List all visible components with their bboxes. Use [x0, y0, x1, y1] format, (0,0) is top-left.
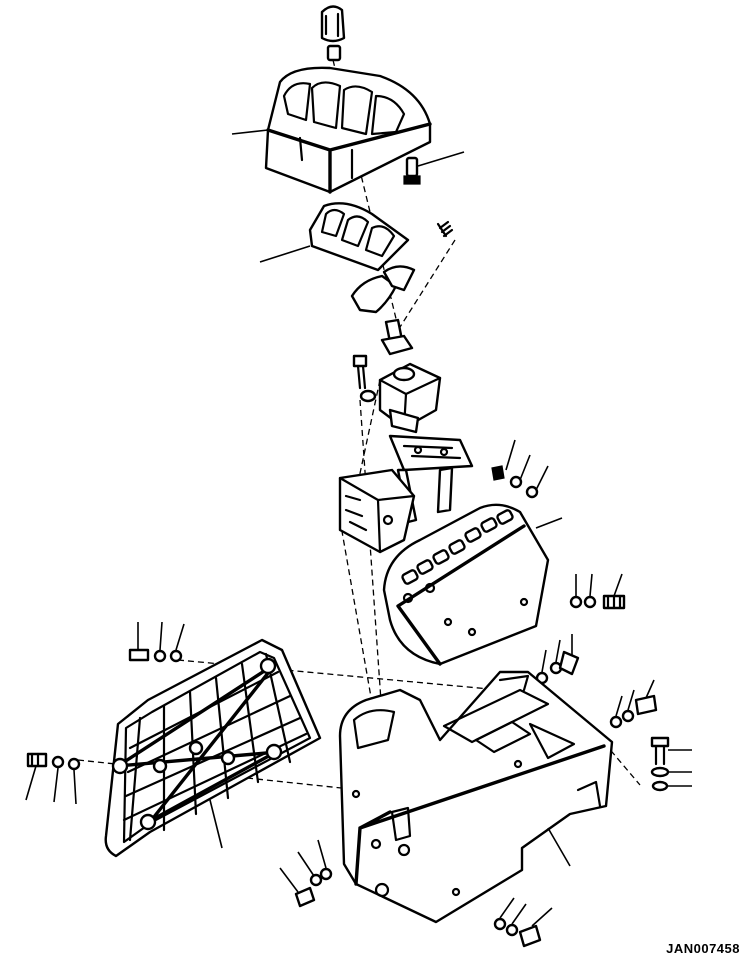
- console-bolt-set: [569, 573, 626, 610]
- lever-stem: [380, 318, 414, 356]
- lever-cover: [264, 66, 432, 194]
- cover-screw: [403, 156, 421, 185]
- mid-bolt-set: [535, 634, 580, 685]
- mat-bolt-set-top: [128, 621, 185, 663]
- base-bolt-set-far-right: [650, 736, 692, 792]
- switch-console-cover: [382, 503, 550, 666]
- bracket-bolt-set: [491, 439, 549, 499]
- base-bolt-set-bottom: [493, 897, 553, 948]
- boot-plate: [308, 202, 410, 272]
- base-bolt-set-left: [279, 839, 333, 908]
- floor-mat: [104, 638, 322, 858]
- lever-knob: [320, 5, 346, 62]
- console-base: [338, 670, 614, 924]
- dust-seal: [350, 265, 416, 314]
- valve-bolt: [352, 354, 377, 403]
- drawing-code: JAN007458: [666, 941, 740, 956]
- leader-lines: [231, 129, 563, 529]
- spring-pin: [436, 220, 454, 238]
- base-bolt-set-right: [609, 679, 658, 729]
- valve-mount: [338, 468, 416, 554]
- ppc-valve: [378, 362, 442, 434]
- mat-bolt-set-left: [25, 752, 81, 805]
